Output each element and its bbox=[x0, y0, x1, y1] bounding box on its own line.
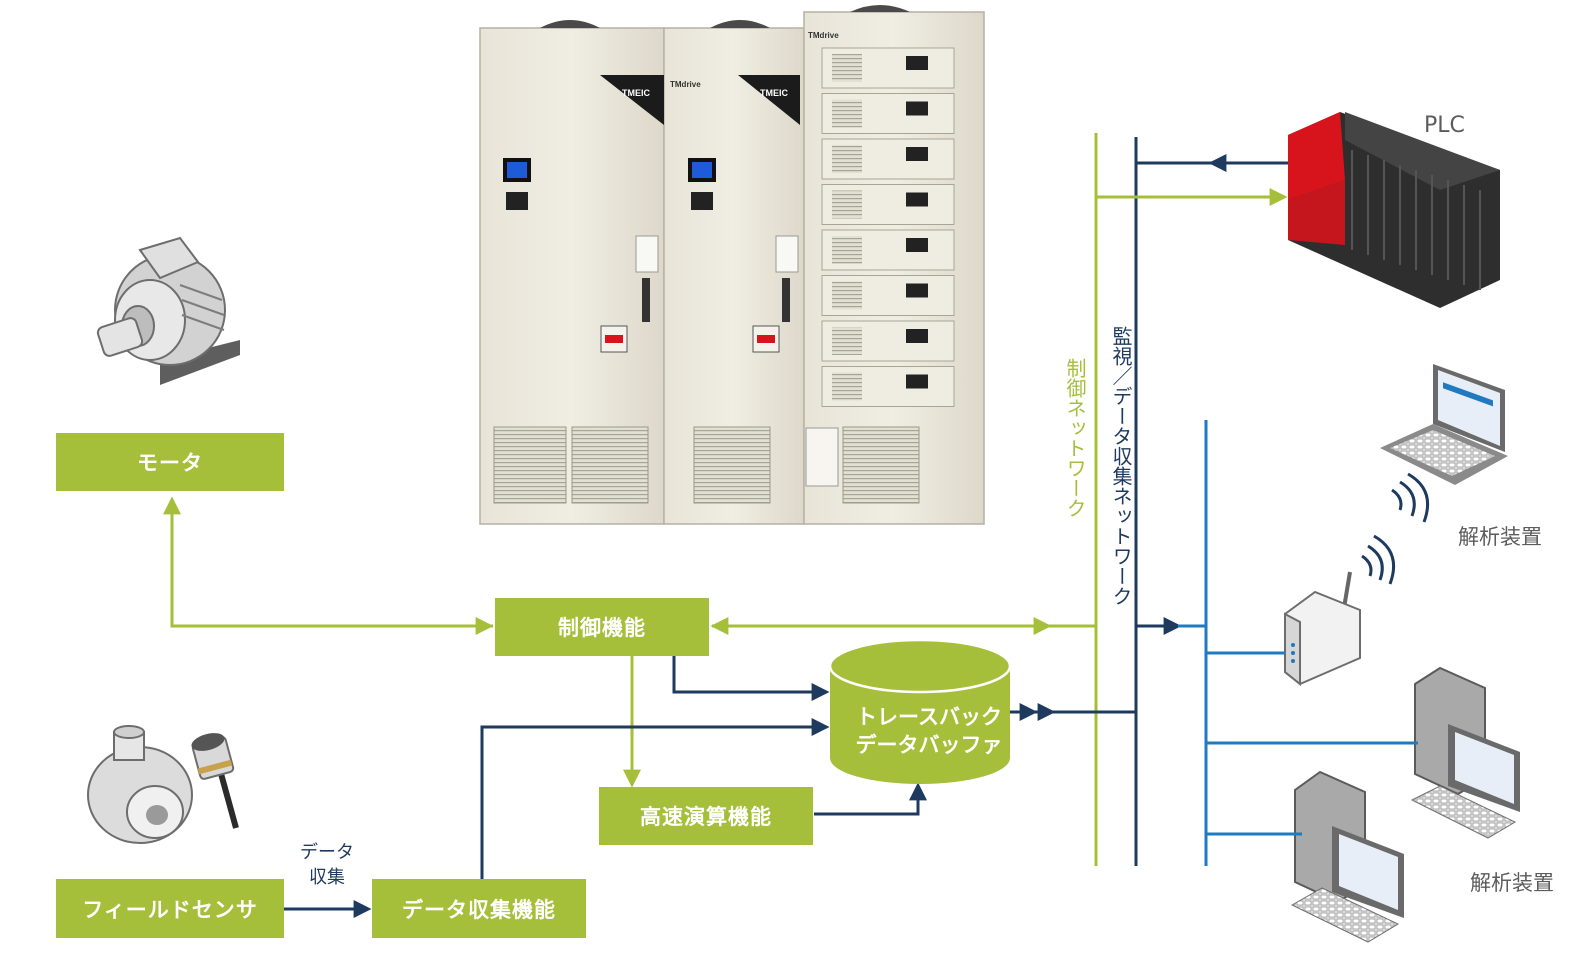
router-icon bbox=[1284, 571, 1361, 687]
inverter-module bbox=[821, 184, 955, 225]
datacollect-to-buffer-arrow bbox=[480, 718, 830, 880]
motor-icon bbox=[96, 236, 240, 385]
brand-product-1: TMdrive bbox=[670, 80, 701, 89]
inverter-module bbox=[821, 366, 955, 407]
proximity-sensor-icon bbox=[191, 733, 239, 829]
inverter-module bbox=[821, 275, 955, 316]
control-to-motor-arrow bbox=[163, 496, 493, 628]
laptop-icon bbox=[1380, 364, 1508, 485]
brand-maker-1: TMEIC bbox=[622, 88, 650, 98]
control-to-buffer-arrow bbox=[672, 656, 830, 701]
desktop-pc-icon-2 bbox=[1290, 770, 1404, 943]
field-sensor-node: フィールドセンサ bbox=[56, 879, 284, 938]
inverter-module bbox=[821, 138, 955, 180]
plc-label: PLC bbox=[1424, 113, 1465, 138]
trace-buffer-cylinder bbox=[828, 638, 1012, 784]
brand-maker-2: TMEIC bbox=[760, 88, 788, 98]
analyzer-label-bottom: 解析装置 bbox=[1470, 871, 1554, 895]
plc-icon bbox=[1288, 112, 1500, 308]
high-speed-compute-node: 高速演算機能 bbox=[599, 787, 813, 845]
data-collect-edge-line2: 収集 bbox=[309, 867, 345, 888]
analyzer-label-top: 解析装置 bbox=[1458, 525, 1542, 549]
drive-cabinet-illustration: TMEIC TMEIC TMdrive TMdrive bbox=[479, 5, 985, 525]
monitor-network-label: 監視／データ収集ネットワーク bbox=[1109, 326, 1133, 606]
control-network-label: 制御ネットワーク bbox=[1063, 358, 1087, 518]
brand-product-2: TMdrive bbox=[808, 31, 839, 40]
inverter-module bbox=[821, 93, 955, 134]
data-collect-edge-label: データ 収集 bbox=[290, 840, 364, 890]
encoder-icon bbox=[87, 725, 193, 844]
motor-node: モータ bbox=[56, 433, 284, 491]
inverter-module bbox=[821, 47, 955, 89]
control-function-node: 制御機能 bbox=[495, 598, 709, 656]
inverter-module bbox=[821, 229, 955, 271]
tmeic-logo-icon bbox=[738, 75, 800, 125]
inverter-module bbox=[821, 320, 955, 362]
trace-buffer-line2: データバッファ bbox=[855, 733, 1003, 757]
tmeic-logo-icon bbox=[600, 75, 664, 125]
data-collect-edge-line1: データ bbox=[300, 842, 354, 863]
data-collection-node: データ収集機能 bbox=[372, 879, 586, 938]
trace-buffer-line1: トレースバック bbox=[856, 705, 1002, 729]
desktop-pc-icon-1 bbox=[1410, 666, 1520, 839]
wireless-signal-icon-2 bbox=[1361, 534, 1395, 585]
wireless-signal-icon-1 bbox=[1391, 472, 1429, 523]
highspeed-to-buffer-arrow bbox=[814, 782, 927, 816]
trace-buffer-label: トレースバック データバッファ bbox=[836, 703, 1022, 759]
